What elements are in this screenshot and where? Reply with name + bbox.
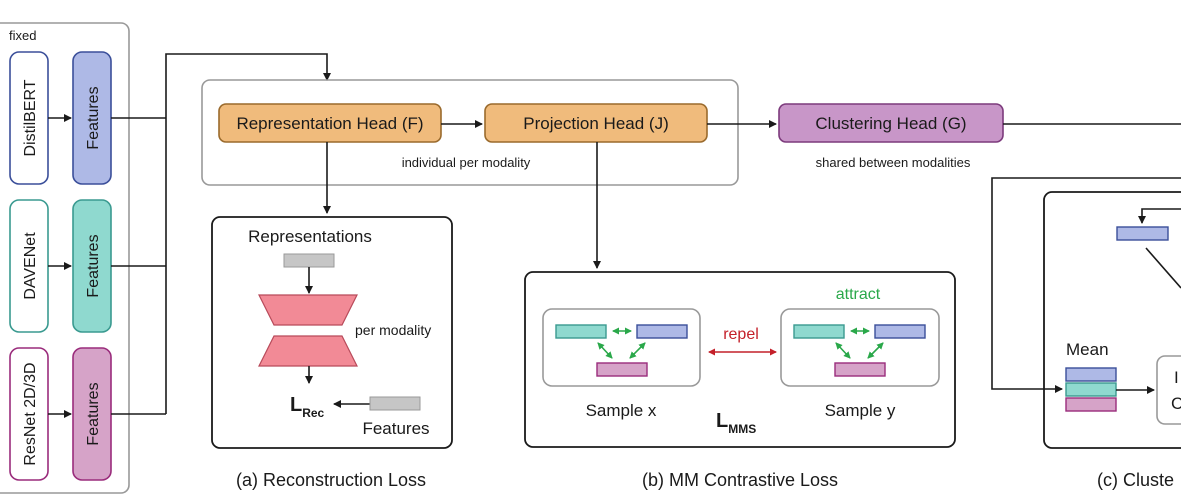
clustering-box-text-2: C [1171,394,1181,413]
sample-x-box [542,308,701,387]
representation-head-label: Representation Head (F) [236,114,423,133]
mean-label: Mean [1066,340,1109,359]
mean-video-bar [1065,397,1117,412]
davenet-label: DAVENet [22,232,39,300]
mms-loss-symbol: LMMS [716,410,756,436]
clustering-box-text-1: I [1174,368,1179,387]
distilbert-features-label: Features [85,86,102,149]
attract-label: attract [836,286,881,303]
sample-y-label: Sample y [825,401,896,420]
clustering-caption: (c) Cluste [1097,470,1174,490]
representations-label: Representations [248,227,372,246]
sample-x-text-bar [636,324,688,339]
attract-arrow-x-2 [597,342,613,359]
attract-arrow-y-3 [867,342,884,359]
projection-head-label: Projection Head (J) [523,114,669,133]
rec-loss-symbol: LRec [290,394,325,420]
resnet-features-label: Features [85,382,102,445]
sample-y-audio-bar [793,324,845,339]
repel-label: repel [723,326,759,343]
sample-x-label: Sample x [586,401,657,420]
projection-head [484,103,708,143]
davenet-features-label: Features [85,234,102,297]
reconstruction-caption: (a) Reconstruction Loss [236,470,426,490]
sample-x-video-bar [596,362,648,377]
sample-y-video-bar [834,362,886,377]
individual-heads-group [201,79,739,186]
clustering-feedback-line [991,177,1181,393]
contrastive-caption: (b) MM Contrastive Loss [642,470,838,490]
per-modality-label: per modality [355,322,431,338]
attract-arrow-y-2 [835,342,851,359]
mms-loss-subscript: MMS [728,422,756,436]
encoder-trapezoid [258,294,358,326]
clustering-result-box [1156,355,1181,425]
clustering-text-bar [1116,226,1169,241]
attract-arrow-x-3 [629,342,646,359]
features-merge-line [111,53,327,415]
clustering-top-arrow [1138,208,1181,224]
reconstruction-panel [211,216,453,449]
mean-audio-bar [1065,382,1117,397]
distilbert-label: DistilBERT [22,79,39,156]
contrastive-panel [524,271,956,448]
sample-x-audio-bar [555,324,607,339]
features-label: Features [362,419,429,438]
clustering-head [778,103,1004,143]
decoder-trapezoid [258,335,358,367]
clustering-diagonal-line [1145,247,1181,289]
features-bar [369,396,421,411]
sample-y-box [780,308,940,387]
rec-loss-subscript: Rec [302,406,324,420]
shared-note: shared between modalities [816,155,971,170]
mean-text-bar [1065,367,1117,382]
encoder-panel [0,22,130,494]
clustering-head-label: Clustering Head (G) [815,114,966,133]
representation-bar [283,253,335,268]
representation-head [218,103,442,143]
resnet-label: ResNet 2D/3D [22,362,39,465]
sample-y-text-bar [874,324,926,339]
clustering-panel [1043,191,1181,449]
individual-note: individual per modality [402,155,531,170]
fixed-label: fixed [9,28,36,43]
